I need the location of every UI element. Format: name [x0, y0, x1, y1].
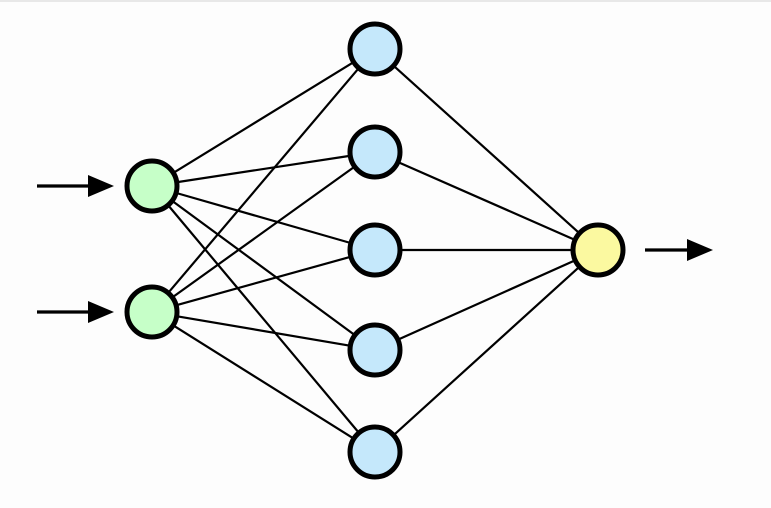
nodes-group [124, 21, 626, 480]
hidden-node-circle[interactable] [347, 21, 403, 77]
hidden-node-circle[interactable] [347, 222, 403, 278]
edge-h4-o1 [395, 258, 578, 342]
edge-h1-o1 [391, 63, 582, 236]
edge-i2-h2 [170, 164, 357, 300]
node-i2[interactable] [124, 284, 180, 340]
edge-i1-h5 [166, 203, 361, 435]
edge-i2-h5 [171, 323, 356, 441]
top-divider [0, 0, 771, 2]
node-h4[interactable] [347, 322, 403, 378]
node-o1[interactable] [570, 222, 626, 278]
hidden-node-circle[interactable] [347, 424, 403, 480]
edge-i1-h2 [174, 154, 353, 184]
edges-group [166, 60, 582, 441]
edge-i1-h1 [171, 60, 356, 175]
node-h3[interactable] [347, 222, 403, 278]
output-arrow-out1 [645, 239, 713, 261]
input-node-circle[interactable] [124, 158, 180, 214]
node-i1[interactable] [124, 158, 180, 214]
edge-i1-h4 [170, 199, 357, 337]
arrow-head-icon [687, 239, 713, 261]
arrow-head-icon [88, 175, 114, 197]
input-arrow-in2 [37, 301, 114, 323]
edge-i2-h4 [174, 314, 353, 348]
input-arrow-in1 [37, 175, 114, 197]
edge-i2-h3 [174, 255, 353, 307]
arrow-head-icon [88, 301, 114, 323]
node-h1[interactable] [347, 21, 403, 77]
io-arrows-group [37, 175, 713, 323]
hidden-node-circle[interactable] [347, 124, 403, 180]
edge-h2-o1 [395, 160, 578, 242]
hidden-node-circle[interactable] [347, 322, 403, 378]
node-h5[interactable] [347, 424, 403, 480]
input-node-circle[interactable] [124, 284, 180, 340]
node-h2[interactable] [347, 124, 403, 180]
edge-i1-h3 [173, 191, 354, 245]
output-node-circle[interactable] [570, 222, 626, 278]
edge-i2-h1 [166, 66, 361, 295]
edge-h5-o1 [391, 265, 582, 437]
